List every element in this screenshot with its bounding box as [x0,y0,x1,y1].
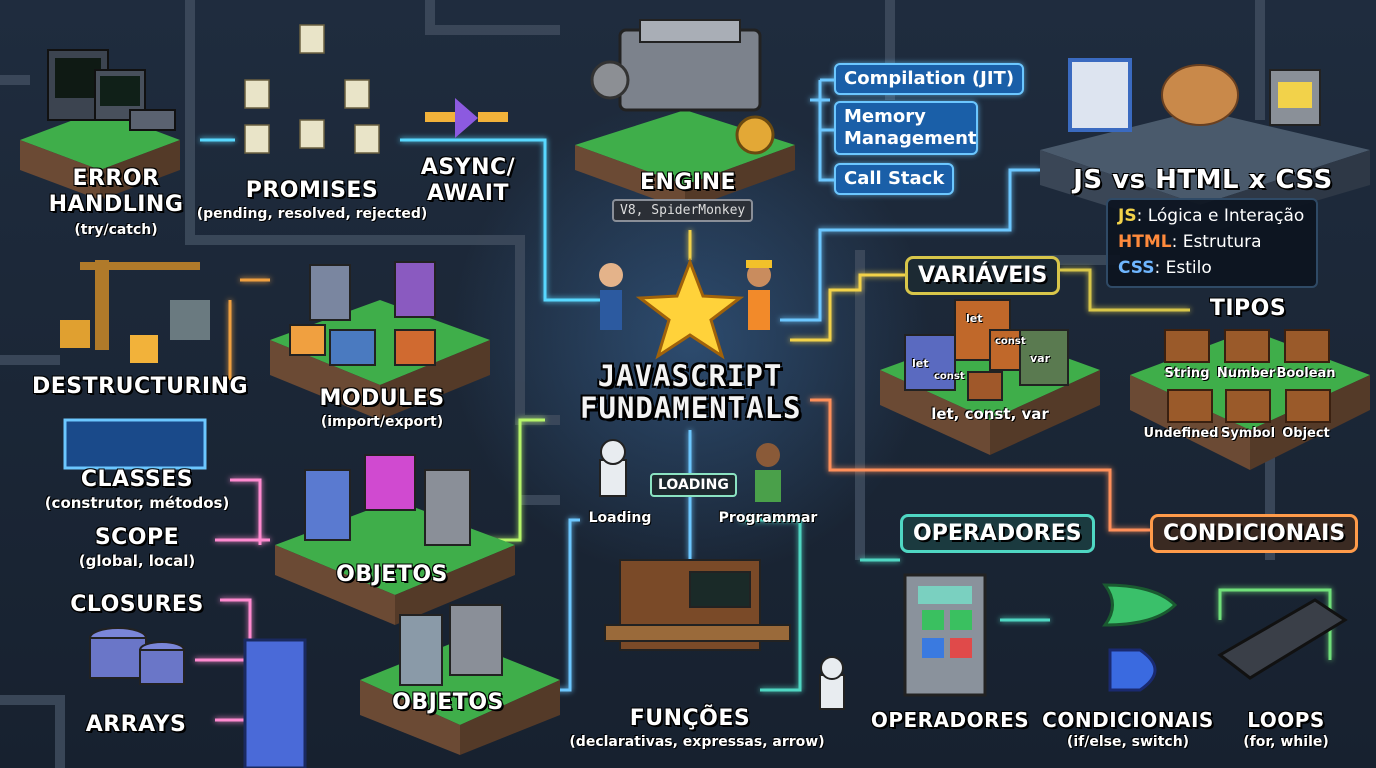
pixel-objects [47,19,1348,768]
promises-title: PROMISES [245,178,379,203]
error-handling-title-line1: ERROR [72,166,160,191]
condicionais-subtitle: (if/else, switch) [1066,734,1190,750]
programmar-caption: Programmar [718,510,818,526]
async-await-title: ASYNC/ AWAIT [421,155,515,207]
variable-box-const-1: const [934,371,965,382]
engine-feature-jit: Compilation (JIT) [834,63,1025,95]
error-handling-subtitle: (try/catch) [74,222,158,238]
type-number: Number [1216,366,1276,381]
closures-title: CLOSURES [70,592,204,617]
engine-title: ENGINE [639,170,737,195]
scope-title: SCOPE [94,525,180,550]
compare-text-js: : Lógica e Interação [1136,206,1305,226]
variables-subtitle: let, const, var [931,405,1049,423]
variables-tag: VARIÁVEIS [905,256,1061,295]
loops-subtitle: (for, while) [1243,734,1329,750]
type-object: Object [1282,426,1330,441]
loops-title: LOOPS [1247,708,1325,732]
scope-subtitle: (global, local) [78,552,196,570]
variable-box-let-2: let [966,312,983,325]
funcoes-subtitle: (declarativas, expressas, arrow) [569,734,825,750]
funcoes-title: FUNÇÕES [629,706,751,731]
loading-tag: LOADING [650,473,737,497]
compare-row-html: HTML: Estrutura [1118,232,1262,252]
promises-subtitle: (pending, resolved, rejected) [196,206,428,222]
modules-title: MODULES [319,386,445,411]
compare-title: JS vs HTML x CSS [1073,165,1333,195]
main-title-line1: JAVASCRIPT [597,359,783,393]
variable-box-let-1: let [912,357,929,370]
condicionais-tag: CONDICIONAIS [1150,514,1359,553]
variable-box-var: var [1030,352,1051,365]
type-symbol: Symbol [1220,426,1276,441]
operadores-tag: OPERADORES [900,514,1095,553]
compare-key-css: CSS [1118,258,1155,278]
compare-text-html: : Estrutura [1171,232,1262,252]
compare-text-css: : Estilo [1154,258,1212,278]
compare-key-html: HTML [1118,232,1172,252]
island-modules [270,300,490,420]
async-title-line1: ASYNC/ [420,155,516,180]
compare-row-js: JS: Lógica e Interação [1118,206,1304,226]
connector-lines [195,78,1332,722]
compare-row-css: CSS: Estilo [1118,258,1212,278]
engine-feature-callstack: Call Stack [834,163,955,195]
main-title-line2: FUNDAMENTALS [580,391,802,425]
destructuring-title: DESTRUCTURING [32,374,249,399]
error-handling-title-line2: HANDLING [48,192,184,217]
classes-title: CLASSES [80,467,194,492]
objetos-title-1: OBJETOS [336,562,448,587]
engine-subtitle: V8, SpiderMonkey [612,199,754,222]
island-error [20,110,180,200]
type-boolean: Boolean [1276,366,1336,381]
condicionais-title: CONDICIONAIS [1042,708,1214,732]
engine-feature-memory: Memory Management [834,101,978,155]
classes-subtitle: (construtor, métodos) [44,494,230,512]
type-string: String [1164,366,1210,381]
error-handling-title: ERROR HANDLING [49,166,184,218]
compare-panel: JS: Lógica e Interação HTML: Estrutura C… [1106,198,1318,288]
modules-subtitle: (import/export) [320,414,444,430]
compare-key-js: JS [1118,206,1137,226]
variable-box-const-2: const [995,336,1026,347]
arrays-title: ARRAYS [85,712,187,737]
operadores-title: OPERADORES [870,708,1030,732]
types-title: TIPOS [1209,296,1287,321]
async-title-line2: AWAIT [426,181,510,206]
main-title: JAVASCRIPT FUNDAMENTALS [580,359,802,425]
objetos-title-2: OBJETOS [392,690,504,715]
type-undefined: Undefined [1143,426,1219,441]
loading-caption: Loading [588,510,652,526]
